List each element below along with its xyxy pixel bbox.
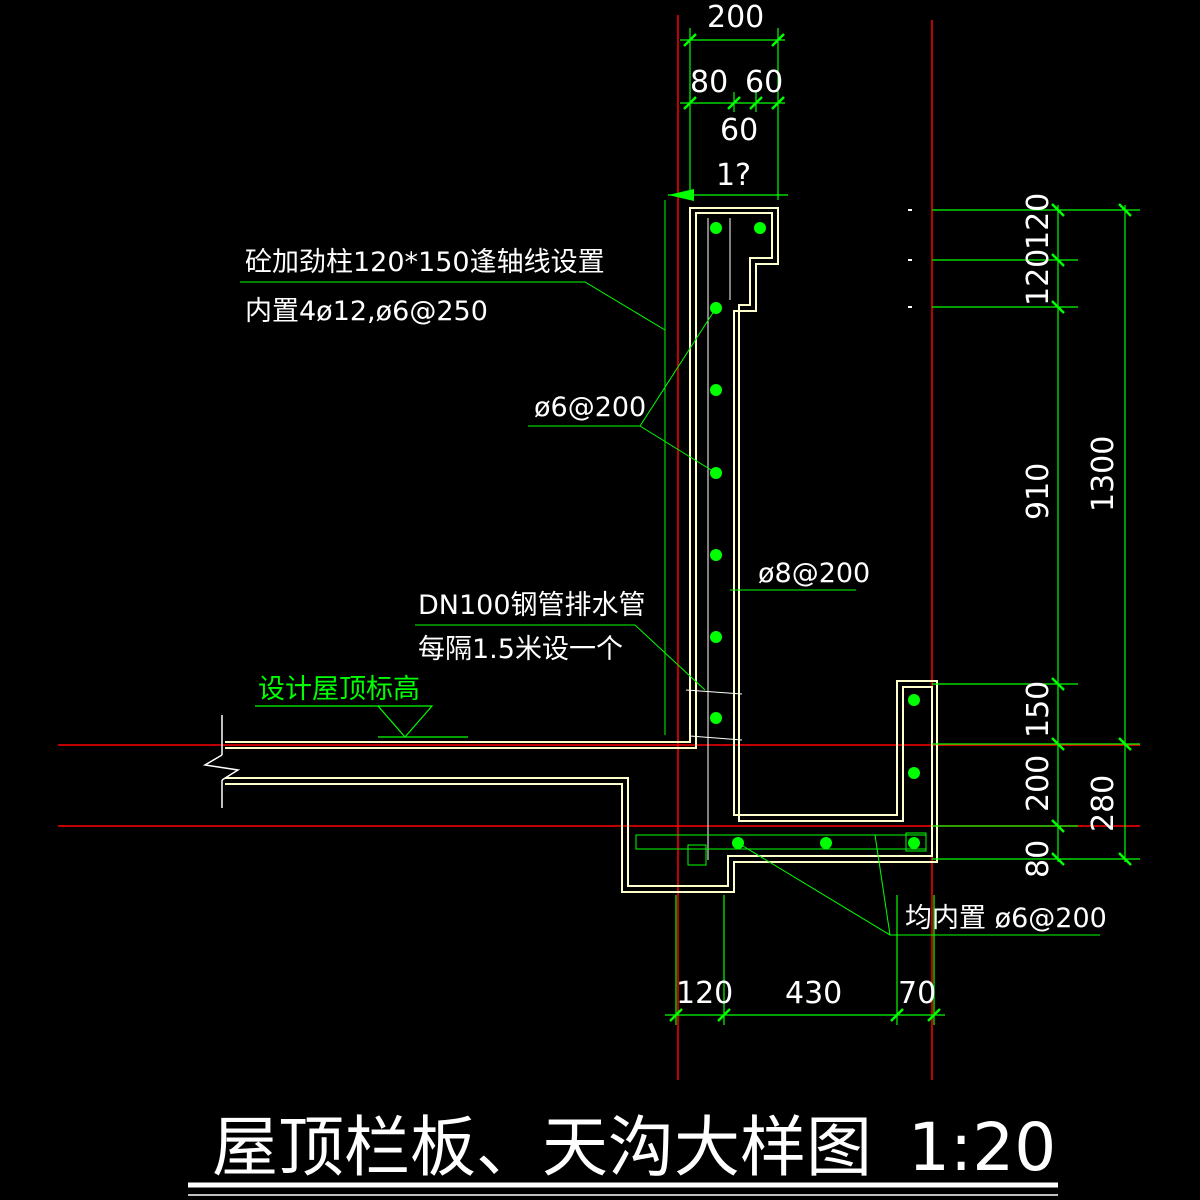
dim-top-total: 200 (707, 0, 764, 35)
dim-bottom-2: 430 (785, 976, 842, 1011)
note-column-line1: 砼加劲柱120*150逢轴线设置 (245, 247, 605, 278)
dimension-ticks-top (683, 33, 785, 110)
rebar-dot (710, 384, 722, 396)
roof-level-symbol (255, 705, 468, 738)
drawing-scale: 1:20 (908, 1109, 1056, 1186)
note-rebar-vertical: ø6@200 (534, 392, 646, 423)
dim-right-5: 200 (1021, 755, 1056, 812)
rebar-dot (908, 767, 920, 779)
rebar-dot (710, 631, 722, 643)
dim-top-a: 80 (690, 65, 728, 100)
dim-top-d: 1? (716, 158, 751, 193)
note-rebar-main: ø8@200 (758, 558, 870, 589)
rebar-lines-green (635, 832, 927, 866)
note-roof-level: 设计屋顶标高 (258, 674, 420, 704)
rebar-dot (908, 837, 920, 849)
dim-right-1: 120 (1021, 193, 1056, 250)
dim-right-6: 80 (1021, 840, 1056, 878)
dimension-arrow (668, 189, 694, 201)
dimension-ticks-right (1051, 203, 1132, 866)
dim-right-total: 1300 (1086, 436, 1121, 512)
note-gutter-rebar: 均内置 ø6@200 (905, 903, 1107, 934)
leader-lines (240, 200, 1100, 936)
rebar-dot (908, 694, 920, 706)
rebar-dot (754, 222, 766, 234)
drawing-title: 屋顶栏板、天沟大样图 (212, 1109, 872, 1186)
drain-pipe (685, 689, 743, 741)
dimension-ticks-bottom (669, 1008, 941, 1022)
rebar-dot (710, 712, 722, 724)
rebar-lines (707, 218, 731, 860)
tiny-marks (908, 209, 912, 308)
concrete-outline-inner (225, 212, 933, 887)
note-drain-line1: DN100钢管排水管 (418, 590, 646, 621)
dimension-lines-right (932, 205, 1140, 862)
dim-top-b: 60 (745, 65, 783, 100)
break-line (202, 715, 241, 808)
title-underline (188, 1182, 1058, 1196)
note-column-line2: 内置4ø12,ø6@250 (245, 296, 488, 327)
dim-right-4: 150 (1021, 681, 1056, 738)
rebar-dots (710, 222, 920, 849)
note-drain-line2: 每隔1.5米设一个 (418, 634, 623, 665)
dim-right-2: 120 (1021, 249, 1056, 306)
dim-bottom-1: 120 (676, 976, 733, 1011)
dimension-texts: 200 80 60 60 1? 120 120 910 150 200 80 1… (676, 0, 1121, 1011)
concrete-outline-outer (225, 207, 938, 893)
rebar-dot (820, 837, 832, 849)
dim-bottom-3: 70 (898, 976, 936, 1011)
dim-right-lower: 280 (1086, 775, 1121, 832)
leader-drain (415, 624, 706, 691)
dim-top-c: 60 (720, 113, 758, 148)
rebar-dot (710, 222, 722, 234)
concrete-section (225, 207, 938, 893)
rebar-dot (710, 549, 722, 561)
dim-right-3: 910 (1021, 463, 1056, 520)
leader-column (240, 281, 666, 331)
